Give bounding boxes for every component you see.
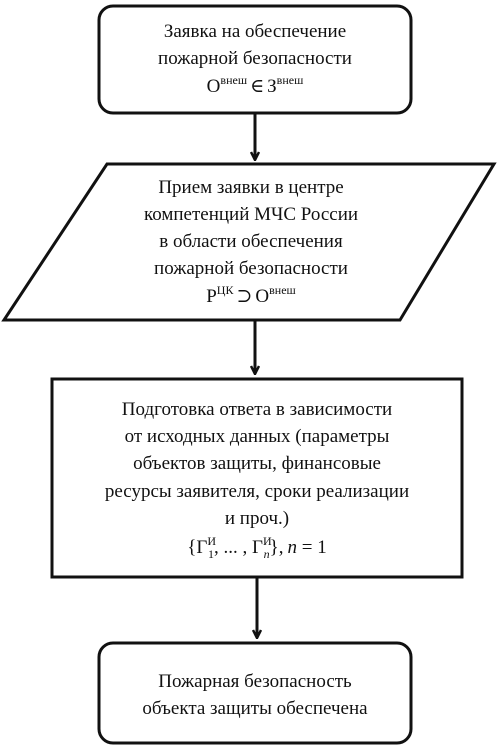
block-reception-shape bbox=[1, 162, 497, 322]
block-reception: Прием заявки в центре компетенций МЧС Ро… bbox=[1, 162, 497, 322]
block-result-shape bbox=[97, 641, 413, 745]
block-preparation-line-4: ресурсы заявителя, сроки реализации bbox=[105, 481, 409, 502]
block-preparation-line-1: Подготовка ответа в зависимости bbox=[122, 399, 392, 420]
block-reception-line-2: компетенций МЧС России bbox=[144, 204, 358, 225]
block-reception-formula: РЦК⊃Овнеш bbox=[206, 283, 296, 307]
block-result: Пожарная безопасность объекта защиты обе… bbox=[97, 641, 413, 745]
block-reception-line-3: в области обеспечения bbox=[159, 231, 343, 252]
block-application-line-1: Заявка на обеспечение bbox=[164, 21, 346, 42]
block-application: Заявка на обеспечение пожарной безопасно… bbox=[97, 4, 413, 115]
block-result-line-2: объекта защиты обеспечена bbox=[142, 698, 368, 719]
block-application-line-2: пожарной безопасности bbox=[158, 48, 352, 69]
block-result-line-1: Пожарная безопасность bbox=[158, 671, 352, 692]
block-preparation-line-5: и проч.) bbox=[225, 508, 289, 529]
block-preparation-line-3: объектов защиты, финансовые bbox=[133, 453, 381, 474]
block-preparation: Подготовка ответа в зависимости от исход… bbox=[50, 377, 464, 579]
block-reception-line-1: Прием заявки в центре bbox=[158, 177, 343, 198]
block-reception-line-4: пожарной безопасности bbox=[154, 258, 348, 279]
block-application-formula: Овнеш∈Звнеш bbox=[207, 73, 304, 97]
block-preparation-line-2: от исходных данных (параметры bbox=[125, 426, 390, 447]
block-preparation-shape bbox=[50, 377, 464, 579]
